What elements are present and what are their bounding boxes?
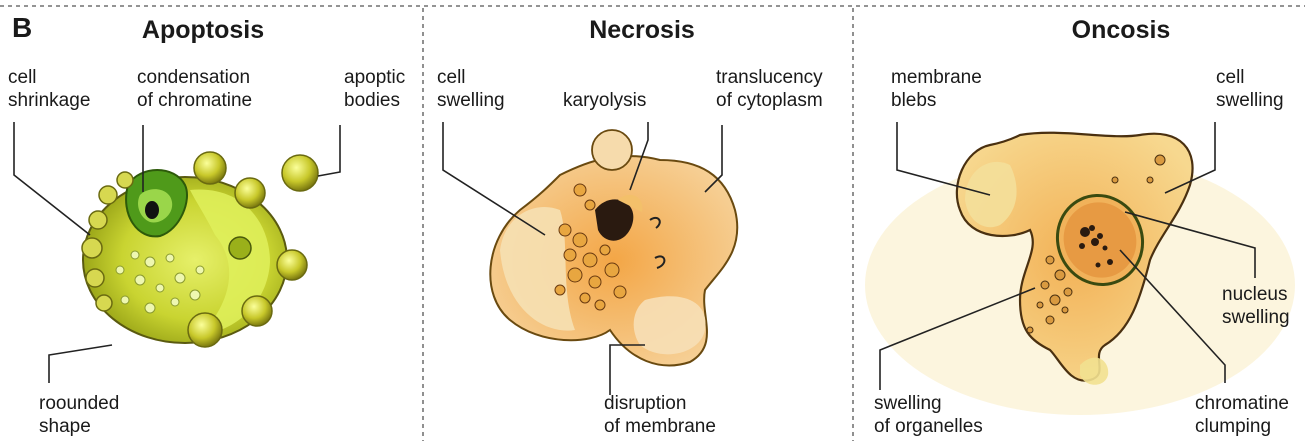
label-necrosis-cell-swelling: cell swelling	[437, 66, 505, 112]
apoptosis-title: Apoptosis	[53, 16, 353, 45]
label-disruption-of-membrane: disruption of membrane	[604, 392, 716, 438]
label-condensation-of-chromatine: condensation of chromatine	[137, 66, 252, 112]
oncosis-title: Oncosis	[971, 16, 1271, 45]
label-apoptic-bodies: apoptic bodies	[344, 66, 405, 112]
label-oncosis-cell-swelling: cell swelling	[1216, 66, 1284, 112]
label-membrane-blebs: membrane blebs	[891, 66, 982, 112]
label-karyolysis: karyolysis	[563, 89, 646, 112]
label-swelling-of-organelles: swelling of organelles	[874, 392, 983, 438]
necrotic-cell	[490, 130, 737, 365]
oncotic-cell	[865, 133, 1295, 415]
label-cell-shrinkage: cell shrinkage	[8, 66, 90, 112]
necrosis-title: Necrosis	[492, 16, 792, 45]
panel-letter: B	[12, 12, 32, 44]
label-chromatine-clumping: chromatine clumping	[1195, 392, 1289, 438]
label-rounded-shape: roounded shape	[39, 392, 119, 438]
label-translucency-of-cytoplasm: translucency of cytoplasm	[716, 66, 823, 112]
label-nucleus-swelling: nucleus swelling	[1222, 283, 1290, 329]
